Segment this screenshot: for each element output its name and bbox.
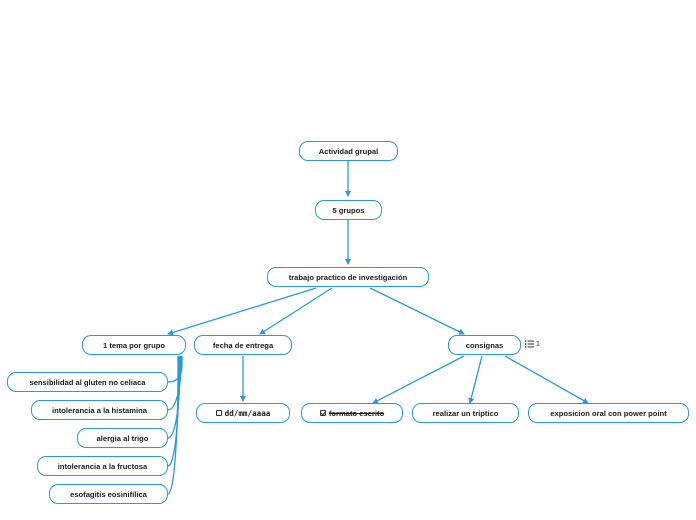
link-project-topic bbox=[167, 287, 317, 336]
task-list-icon bbox=[525, 340, 534, 348]
node-topic-1[interactable]: intolerancia a la histamina bbox=[31, 400, 168, 420]
node-instructions[interactable]: consignas bbox=[448, 335, 521, 355]
node-topic-3-label: intolerancia a la fructosa bbox=[57, 461, 148, 471]
instructions-task-badge[interactable]: 1 bbox=[525, 340, 540, 348]
node-due-date[interactable]: fecha de entrega bbox=[194, 335, 292, 355]
node-root[interactable]: Actividad grupal bbox=[299, 141, 398, 161]
node-written-format-label: formato escrito bbox=[328, 408, 385, 418]
node-oral-presentation[interactable]: exposicion oral con power point bbox=[528, 403, 689, 423]
link-topic-4 bbox=[167, 356, 179, 495]
node-topic-2-label: alergia al trigo bbox=[96, 433, 149, 443]
written-format-checkbox[interactable] bbox=[319, 410, 326, 416]
node-oral-presentation-label: exposicion oral con power point bbox=[550, 408, 667, 418]
node-instructions-label: consignas bbox=[465, 340, 504, 350]
link-project-instructions bbox=[369, 287, 465, 335]
node-written-format[interactable]: formato escrito bbox=[301, 403, 403, 423]
node-topic-0[interactable]: sensibilidad al gluten no celiaca bbox=[7, 372, 168, 392]
link-instructions-format bbox=[372, 355, 465, 404]
node-triptych[interactable]: realizar un tríptico bbox=[412, 403, 519, 423]
node-topic-4[interactable]: esofagitis eosinifílica bbox=[49, 484, 168, 504]
node-project[interactable]: trabajo practico de investigación bbox=[267, 267, 429, 287]
node-groups-label: 5 grupos bbox=[332, 205, 365, 215]
node-triptych-label: realizar un tríptico bbox=[432, 408, 499, 418]
node-topic-1-label: intolerancia a la histamina bbox=[52, 405, 147, 415]
node-root-label: Actividad grupal bbox=[318, 146, 379, 156]
node-topic-per-group[interactable]: 1 tema por grupo bbox=[82, 335, 186, 355]
node-topic-3[interactable]: intolerancia a la fructosa bbox=[37, 456, 168, 476]
node-topic-0-label: sensibilidad al gluten no celiaca bbox=[29, 377, 146, 387]
date-checkbox[interactable] bbox=[215, 410, 222, 416]
link-project-date bbox=[259, 287, 333, 335]
node-project-label: trabajo practico de investigación bbox=[288, 272, 408, 282]
node-due-date-label: fecha de entrega bbox=[212, 340, 274, 350]
node-topic-2[interactable]: alergia al trigo bbox=[77, 428, 168, 448]
node-date-field[interactable]: dd/mm/aaaa bbox=[196, 403, 290, 423]
date-field-value: dd/mm/aaaa bbox=[224, 408, 271, 418]
node-groups[interactable]: 5 grupos bbox=[315, 200, 382, 220]
link-instructions-triptych bbox=[468, 355, 483, 404]
link-instructions-oral bbox=[504, 355, 589, 404]
node-topic-per-group-label: 1 tema por grupo bbox=[102, 340, 166, 350]
node-topic-4-label: esofagitis eosinifílica bbox=[70, 489, 147, 499]
instructions-task-count: 1 bbox=[536, 340, 540, 348]
